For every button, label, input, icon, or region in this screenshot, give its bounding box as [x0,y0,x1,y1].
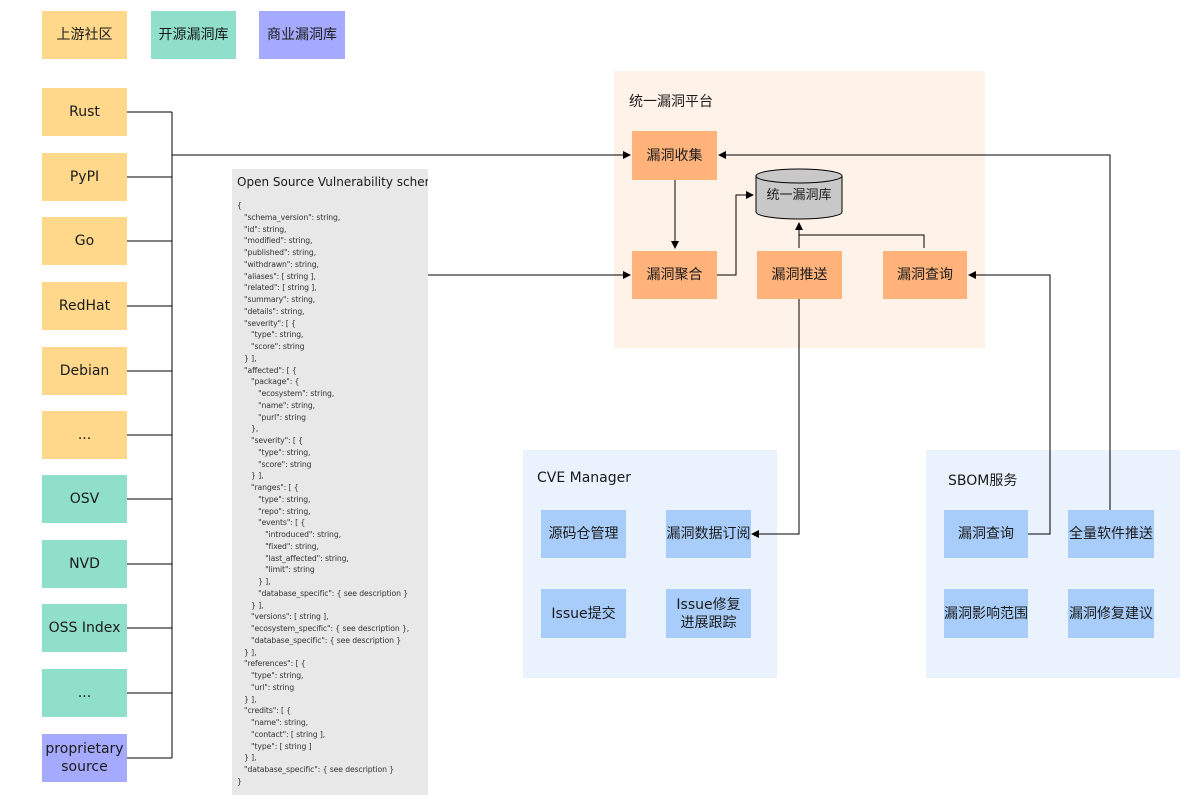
source-debian: Debian [42,347,127,395]
source-oss-index: OSS Index [42,604,127,652]
legend-upstream: 上游社区 [42,11,127,59]
arrow-push-to-subscribe [751,299,800,538]
source-rust: Rust [42,88,127,136]
node-impact-scope: 漏洞影响范围 [944,589,1028,638]
database-label: 统一漏洞库 [766,188,832,203]
source-more-upstream: ... [42,411,127,459]
node-collect: 漏洞收集 [632,131,717,180]
node-fix-advice: 漏洞修复建议 [1068,589,1154,638]
source-nvd: NVD [42,540,127,588]
sbom-title: SBOM服务 [948,473,1018,489]
source-redhat: RedHat [42,282,127,330]
arrow-sbom-query-to-platform [968,271,1051,535]
node-repo-management: 源码仓管理 [541,510,626,558]
source-more-opensource: ... [42,669,127,717]
node-aggregate: 漏洞聚合 [632,251,717,299]
node-issue-submit: Issue提交 [541,589,626,638]
source-proprietary: proprietary source [42,734,127,782]
sbom-region: SBOM服务 [926,450,1180,678]
node-sbom-vuln-query: 漏洞查询 [944,510,1028,558]
schema-title: Open Source Vulnerability schema [237,175,428,189]
legend-commercial-db: 商业漏洞库 [259,11,345,59]
arrow-full-push-to-collect [718,151,1111,510]
node-query: 漏洞查询 [883,251,967,299]
cve-manager-region: CVE Manager [523,450,777,678]
arrow-aggregate-to-db [716,191,754,276]
legend-opensource-db: 开源漏洞库 [151,11,236,59]
osv-schema-panel: Open Source Vulnerability schema { "sche… [232,169,428,795]
node-push: 漏洞推送 [757,251,842,299]
cve-manager-title: CVE Manager [537,470,632,486]
node-full-software-push: 全量软件推送 [1068,510,1154,558]
node-vuln-subscribe: 漏洞数据订阅 [666,510,751,558]
platform-title: 统一漏洞平台 [629,94,713,110]
database-cylinder-icon [755,168,843,220]
source-osv: OSV [42,475,127,523]
node-issue-tracking: Issue修复进展跟踪 [666,589,751,638]
schema-body: { "schema_version": string, "id": string… [237,201,410,786]
source-go: Go [42,217,127,265]
source-pypi: PyPI [42,153,127,201]
